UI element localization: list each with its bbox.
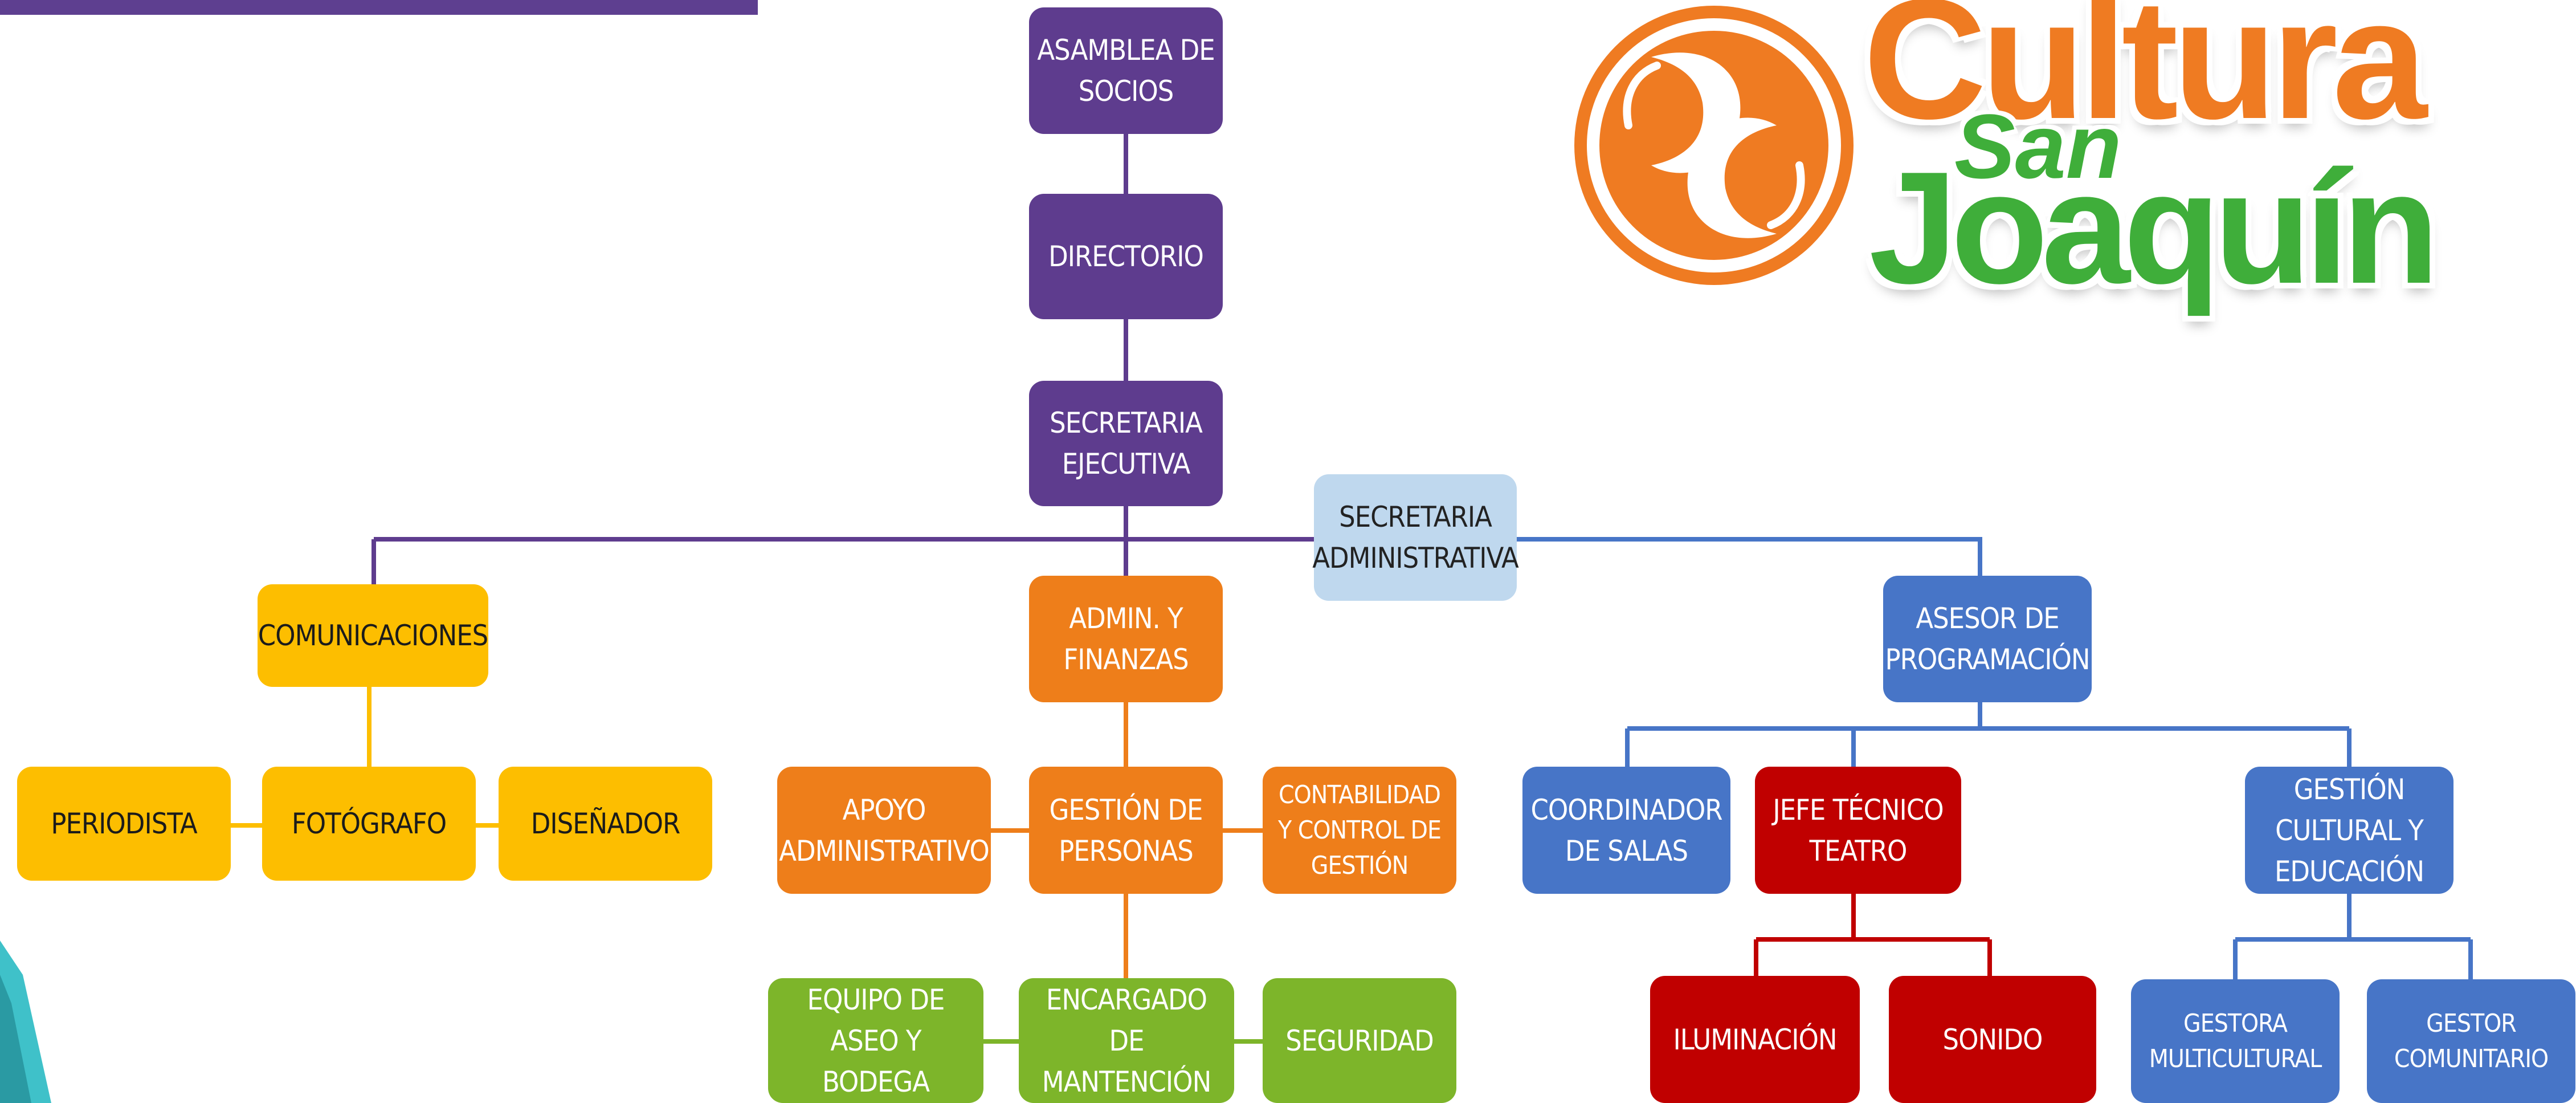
node-asesor-de-programacion: ASESOR DE PROGRAMACIÓN <box>1883 576 2092 702</box>
node-disenador: DISEÑADOR <box>499 767 712 881</box>
node-comunicaciones: COMUNICACIONES <box>258 584 488 687</box>
node-gestora-multicultural: GESTORA MULTICULTURAL <box>2131 979 2340 1103</box>
node-equipo-de-aseo-y-bodega: EQUIPO DE ASEO Y BODEGA <box>768 978 983 1103</box>
logo-text-joaquin: Joaquín <box>1869 139 2439 317</box>
node-gestion-de-personas: GESTIÓN DE PERSONAS <box>1029 767 1223 894</box>
node-contabilidad-y-control-de-gestion: CONTABILIDAD Y CONTROL DE GESTIÓN <box>1263 767 1456 894</box>
node-coordinador-de-salas: COORDINADOR DE SALAS <box>1522 767 1730 894</box>
node-gestion-cultural-y-educacion: GESTIÓN CULTURAL Y EDUCACIÓN <box>2245 767 2453 894</box>
hands-circle-icon <box>1574 6 1854 285</box>
node-secretaria-ejecutiva: SECRETARIA EJECUTIVA <box>1029 381 1223 506</box>
corner-decoration <box>0 941 51 1103</box>
node-admin-y-finanzas: ADMIN. Y FINANZAS <box>1029 576 1223 702</box>
logo-text-cultura: Cultura <box>1863 0 2427 154</box>
node-apoyo-administrativo: APOYO ADMINISTRATIVO <box>777 767 991 894</box>
cultura-san-joaquin-logo: Cultura San Joaquín <box>1561 0 2439 317</box>
logo-text-san: San <box>1954 95 2122 197</box>
node-fotografo: FOTÓGRAFO <box>262 767 476 881</box>
node-iluminacion: ILUMINACIÓN <box>1650 976 1860 1103</box>
node-asamblea-de-socios: ASAMBLEA DE SOCIOS <box>1029 7 1223 134</box>
top-accent-bar <box>0 0 758 15</box>
node-gestor-comunitario: GESTOR COMUNITARIO <box>2367 979 2575 1103</box>
node-encargado-de-mantencion: ENCARGADO DE MANTENCIÓN <box>1019 978 1234 1103</box>
node-sonido: SONIDO <box>1889 976 2096 1103</box>
node-jefe-tecnico-teatro: JEFE TÉCNICO TEATRO <box>1755 767 1961 894</box>
node-periodista: PERIODISTA <box>17 767 231 881</box>
node-directorio: DIRECTORIO <box>1029 194 1223 319</box>
node-secretaria-administrativa: SECRETARIA ADMINISTRATIVA <box>1312 474 1519 601</box>
node-seguridad: SEGURIDAD <box>1263 978 1456 1103</box>
